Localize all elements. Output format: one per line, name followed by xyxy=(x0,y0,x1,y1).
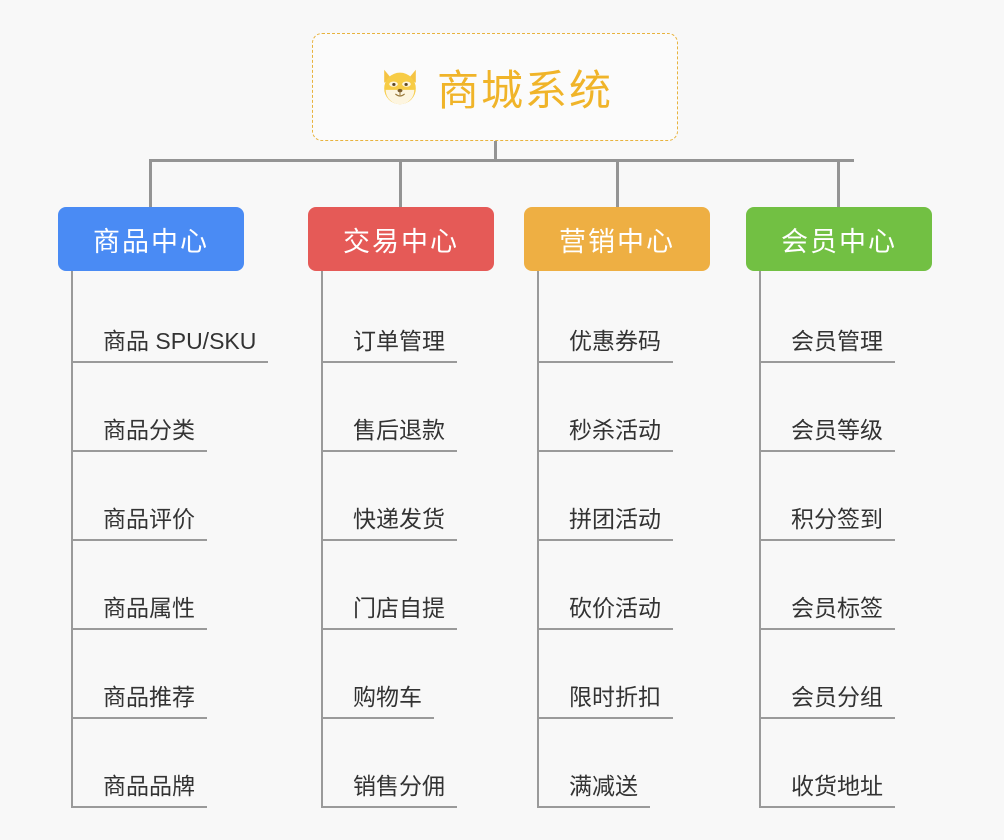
branch-header-label: 交易中心 xyxy=(343,226,459,257)
list-item[interactable]: 销售分佣 xyxy=(321,719,494,808)
list-item-label: 商品评价 xyxy=(71,506,207,541)
list-item-label: 商品推荐 xyxy=(71,684,207,719)
list-item[interactable]: 会员标签 xyxy=(759,541,932,630)
list-item-label: 商品 SPU/SKU xyxy=(71,328,269,363)
list-item[interactable]: 商品品牌 xyxy=(71,719,268,808)
list-item[interactable]: 会员管理 xyxy=(759,274,932,363)
list-item[interactable]: 商品分类 xyxy=(71,363,268,452)
list-item[interactable]: 商品属性 xyxy=(71,541,268,630)
branch-header-4[interactable]: 会员中心 xyxy=(746,207,932,271)
list-item[interactable]: 会员分组 xyxy=(759,630,932,719)
list-item-label: 拼团活动 xyxy=(537,506,673,541)
connector-root-stem xyxy=(494,141,497,161)
list-item[interactable]: 售后退款 xyxy=(321,363,494,452)
branch-member-center: 会员中心 会员管理 会员等级 积分签到 会员标签 会员分组 收货地址 xyxy=(746,207,932,808)
branch-header-label: 商品中心 xyxy=(93,226,209,257)
list-item[interactable]: 门店自提 xyxy=(321,541,494,630)
list-item[interactable]: 商品推荐 xyxy=(71,630,268,719)
list-item-label: 订单管理 xyxy=(321,328,457,363)
list-item-label: 商品属性 xyxy=(71,595,207,630)
list-item-label: 秒杀活动 xyxy=(537,417,673,452)
list-item-label: 会员等级 xyxy=(759,417,895,452)
connector-drop-2 xyxy=(399,159,402,208)
list-item[interactable]: 积分签到 xyxy=(759,452,932,541)
list-item-label: 快递发货 xyxy=(321,506,457,541)
connector-drop-4 xyxy=(837,159,840,208)
branch-header-3[interactable]: 营销中心 xyxy=(524,207,710,271)
branch-header-label: 会员中心 xyxy=(781,226,897,257)
branch-header-2[interactable]: 交易中心 xyxy=(308,207,494,271)
list-item[interactable]: 购物车 xyxy=(321,630,494,719)
list-item[interactable]: 拼团活动 xyxy=(537,452,710,541)
connector-horizontal-bus xyxy=(149,159,854,162)
list-item[interactable]: 砍价活动 xyxy=(537,541,710,630)
list-item-label: 满减送 xyxy=(537,773,650,808)
connector-drop-1 xyxy=(149,159,152,208)
list-item-label: 会员标签 xyxy=(759,595,895,630)
root-node-label: 商城系统 xyxy=(436,66,613,114)
list-item-label: 销售分佣 xyxy=(321,773,457,808)
branch-trade-center: 交易中心 订单管理 售后退款 快递发货 门店自提 购物车 销售分佣 xyxy=(308,207,494,808)
list-item-label: 优惠券码 xyxy=(537,328,673,363)
list-item[interactable]: 商品评价 xyxy=(71,452,268,541)
branch-items-1: 商品 SPU/SKU 商品分类 商品评价 商品属性 商品推荐 商品品牌 xyxy=(71,271,269,808)
connector-drop-3 xyxy=(616,159,619,208)
list-item[interactable]: 优惠券码 xyxy=(537,274,710,363)
list-item-label: 售后退款 xyxy=(321,417,457,452)
shiba-dog-face-icon xyxy=(377,64,423,110)
branch-items-3: 优惠券码 秒杀活动 拼团活动 砍价活动 限时折扣 满减送 xyxy=(537,271,710,808)
list-item-label: 会员管理 xyxy=(759,328,895,363)
list-item[interactable]: 会员等级 xyxy=(759,363,932,452)
list-item[interactable]: 秒杀活动 xyxy=(537,363,710,452)
list-item-label: 收货地址 xyxy=(759,773,895,808)
branch-header-label: 营销中心 xyxy=(559,226,675,257)
list-item[interactable]: 收货地址 xyxy=(759,719,932,808)
list-item[interactable]: 限时折扣 xyxy=(537,630,710,719)
list-item-label: 商品分类 xyxy=(71,417,207,452)
branch-header-1[interactable]: 商品中心 xyxy=(58,207,244,271)
list-item-label: 砍价活动 xyxy=(537,595,673,630)
branch-product-center: 商品中心 商品 SPU/SKU 商品分类 商品评价 商品属性 商品推荐 商品品牌 xyxy=(58,207,269,808)
root-node[interactable]: 商城系统 xyxy=(312,33,678,141)
list-item-label: 购物车 xyxy=(321,684,434,719)
list-item-label: 会员分组 xyxy=(759,684,895,719)
list-item[interactable]: 订单管理 xyxy=(321,274,494,363)
branch-items-2: 订单管理 售后退款 快递发货 门店自提 购物车 销售分佣 xyxy=(321,271,494,808)
list-item[interactable]: 快递发货 xyxy=(321,452,494,541)
list-item[interactable]: 满减送 xyxy=(537,719,710,808)
branch-marketing-center: 营销中心 优惠券码 秒杀活动 拼团活动 砍价活动 限时折扣 满减送 xyxy=(524,207,710,808)
list-item-label: 限时折扣 xyxy=(537,684,673,719)
list-item[interactable]: 商品 SPU/SKU xyxy=(71,274,269,363)
branch-items-4: 会员管理 会员等级 积分签到 会员标签 会员分组 收货地址 xyxy=(759,271,932,808)
list-item-label: 门店自提 xyxy=(321,595,457,630)
list-item-label: 商品品牌 xyxy=(71,773,207,808)
list-item-label: 积分签到 xyxy=(759,506,895,541)
